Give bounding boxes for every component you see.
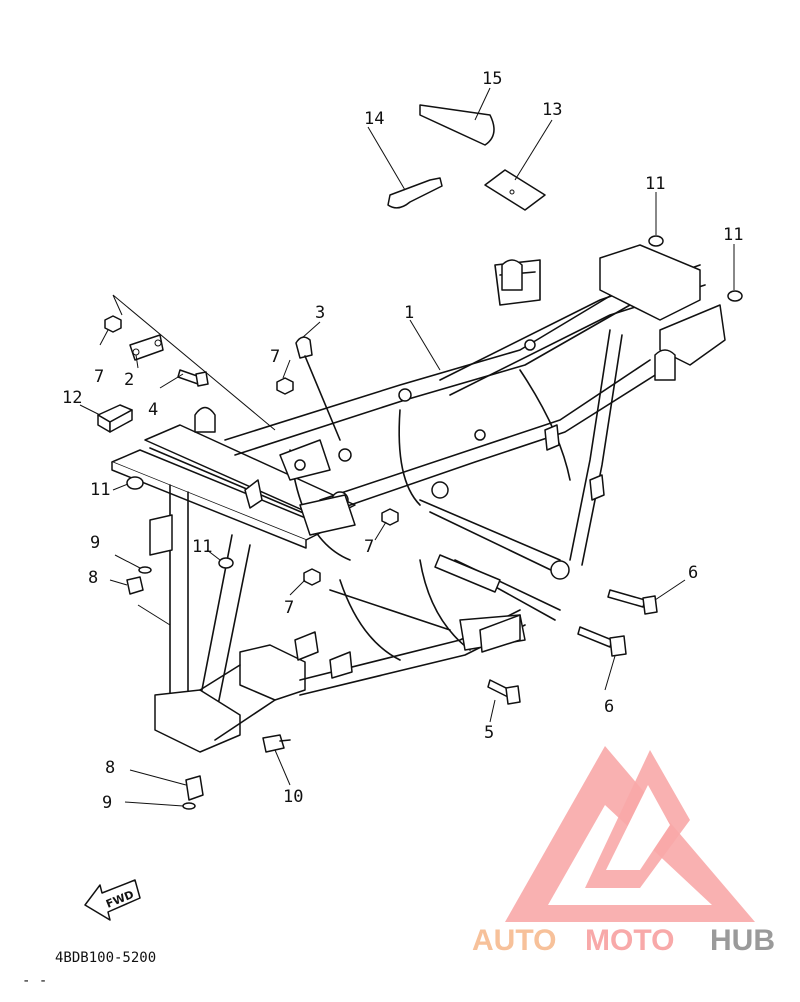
drawing-code: 4BDB100-5200 <box>55 950 156 966</box>
label-part-10: 10 <box>283 787 303 807</box>
label-part-11-rear-top: 11 <box>645 174 665 194</box>
part-labels: 1 2 3 4 5 6 6 7 7 7 7 8 8 9 9 10 11 11 1… <box>22 69 743 989</box>
fwd-arrow-icon <box>84 879 141 921</box>
label-part-11-front-left: 11 <box>90 480 110 500</box>
leader-lines <box>79 87 735 807</box>
label-part-2: 2 <box>124 370 134 390</box>
label-part-15: 15 <box>482 69 502 89</box>
watermark-word-auto: AUTO <box>472 924 556 957</box>
loose-parts <box>97 104 743 810</box>
label-part-4: 4 <box>148 400 158 420</box>
watermark-text: AUTO MOTO HUB <box>472 924 775 957</box>
label-part-5: 5 <box>484 723 494 743</box>
corner-mark: - - <box>22 973 47 989</box>
label-part-9-lower: 9 <box>102 793 112 813</box>
label-part-3: 3 <box>315 303 325 323</box>
label-part-7-upper: 7 <box>270 347 280 367</box>
label-part-8-upper: 8 <box>88 568 98 588</box>
label-part-6-lower: 6 <box>604 697 614 717</box>
label-part-7-lower: 7 <box>284 598 294 618</box>
label-part-14: 14 <box>364 109 384 129</box>
watermark-word-moto: MOTO <box>585 924 674 957</box>
watermark-logo-icon <box>505 746 755 922</box>
watermark-word-hub: HUB <box>710 924 775 957</box>
label-part-8-lower: 8 <box>105 758 115 778</box>
label-part-1: 1 <box>404 303 414 323</box>
label-part-7-middle: 7 <box>364 537 374 557</box>
frame-drawing <box>111 244 726 753</box>
label-part-6-upper: 6 <box>688 563 698 583</box>
label-part-11-front-middle: 11 <box>192 537 212 557</box>
label-part-11-rear-right: 11 <box>723 225 743 245</box>
label-part-13: 13 <box>542 100 562 120</box>
label-part-12: 12 <box>62 388 82 408</box>
label-part-7-left: 7 <box>94 367 104 387</box>
label-part-9-upper: 9 <box>90 533 100 553</box>
